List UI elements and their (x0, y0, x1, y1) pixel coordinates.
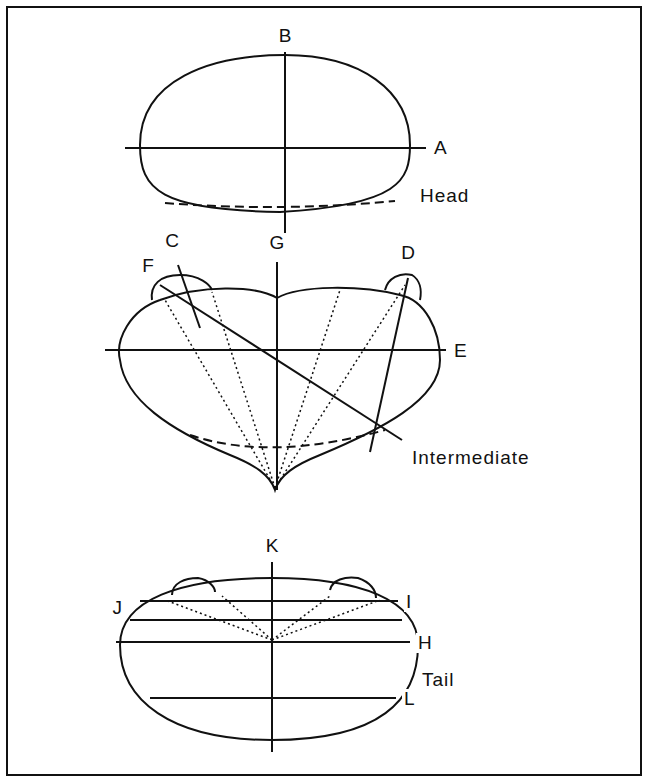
lobe (385, 274, 421, 300)
plane-letter: E (452, 341, 469, 362)
plane-letter: K (264, 536, 281, 557)
section-name: Head (418, 186, 471, 207)
plane-line (125, 147, 426, 149)
dashed-line (165, 201, 395, 207)
intermediate-outline (119, 288, 440, 490)
plane-line (140, 600, 398, 602)
dotted-line (222, 596, 272, 640)
plane-line (284, 52, 286, 238)
plane-line (150, 697, 396, 699)
plane-line (370, 278, 408, 452)
dotted-line (275, 290, 340, 488)
plane-letter: H (416, 633, 434, 654)
plane-line (160, 285, 402, 440)
plane-line (271, 562, 273, 752)
plane-letter: C (163, 231, 181, 252)
plane-letter: D (399, 243, 417, 264)
lobe (172, 578, 215, 595)
plane-line (276, 262, 278, 490)
plane-line (105, 349, 446, 351)
dotted-line (165, 300, 275, 488)
dotted-line (165, 600, 272, 640)
plane-letter: G (268, 233, 287, 254)
plane-letter: J (111, 598, 125, 619)
plane-line (130, 619, 402, 621)
dotted-line (212, 292, 275, 488)
dashed-line (190, 430, 385, 447)
dotted-line (275, 285, 405, 488)
plane-line (116, 641, 410, 643)
section-name: Intermediate (410, 448, 532, 469)
frame (7, 7, 641, 775)
plane-letter: B (277, 26, 294, 47)
plane-line (178, 265, 200, 328)
dotted-line (272, 596, 330, 640)
plane-letter: L (402, 689, 417, 710)
plane-letter: I (404, 592, 413, 613)
lobe (330, 578, 376, 599)
section-name: Tail (420, 670, 457, 691)
head-outline (140, 55, 410, 212)
tail-outline (120, 578, 418, 740)
plane-letter: A (432, 138, 449, 159)
plane-letter: F (140, 256, 156, 277)
dotted-line (272, 600, 380, 640)
